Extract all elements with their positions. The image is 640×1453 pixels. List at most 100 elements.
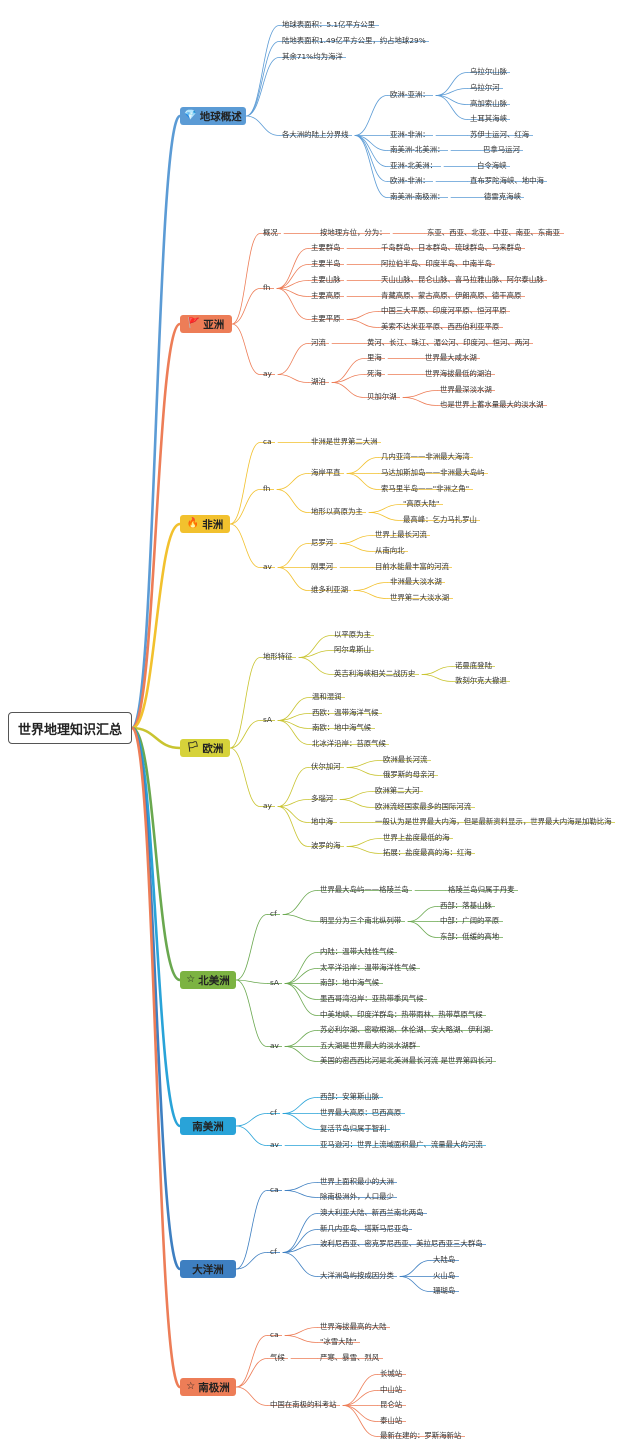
node-text: fh bbox=[263, 484, 271, 493]
node-connector bbox=[354, 95, 388, 136]
node-connector bbox=[231, 288, 261, 325]
node-connector bbox=[284, 952, 318, 984]
branch-oceania: 大洋洲 bbox=[180, 1260, 236, 1278]
node-text: 澳大利亚大陆、新西兰南北两岛 bbox=[320, 1208, 424, 1217]
node-text: fh bbox=[263, 283, 271, 292]
star-icon: ☆ bbox=[186, 1381, 196, 1392]
node-connector bbox=[284, 1327, 318, 1336]
node-connector bbox=[354, 135, 388, 167]
node-connector bbox=[339, 543, 373, 552]
node-text: 亚洲-非洲： bbox=[390, 130, 430, 139]
node-connector bbox=[435, 95, 468, 120]
branch-antarctica: ☆南极洲 bbox=[180, 1378, 236, 1396]
node-text: 泰山站 bbox=[380, 1416, 403, 1425]
node-connector bbox=[421, 666, 453, 675]
node-text: 欧洲-非洲： bbox=[390, 176, 430, 185]
branch-connector bbox=[130, 726, 182, 750]
node-text: 中部：广阔的平原 bbox=[440, 916, 500, 925]
node-connector bbox=[354, 135, 388, 198]
node-text: 东部：低缓的高地 bbox=[440, 932, 500, 941]
node-text: 非洲是世界第二大洲 bbox=[311, 437, 378, 446]
node-text: ca bbox=[270, 1330, 279, 1339]
node-text: 南美洲-北美洲： bbox=[390, 145, 445, 154]
node-connector bbox=[284, 1030, 318, 1047]
node-connector bbox=[368, 512, 401, 521]
node-text: 世界海拔最低的湖泊 bbox=[425, 369, 492, 378]
node-text: sA bbox=[263, 715, 272, 724]
node-text: 苏伊士运河、红海 bbox=[470, 130, 530, 139]
node-text: 主要群岛 bbox=[311, 243, 341, 252]
node-connector bbox=[235, 1113, 268, 1127]
node-text: 西部：安第斯山脉 bbox=[320, 1092, 380, 1101]
node-text: 青藏高原、蒙古高原、伊朗高原、德干高原 bbox=[381, 291, 522, 300]
node-connector bbox=[284, 983, 318, 1016]
node-text: 土耳其海峡 bbox=[470, 114, 507, 123]
node-text: 明显分为三个南北纵列带 bbox=[320, 916, 402, 925]
node-text: 其余71%均为海洋 bbox=[282, 52, 343, 61]
node-text: 尼罗河 bbox=[311, 538, 334, 547]
node-connector bbox=[346, 319, 379, 328]
node-text: 美国的密西西比河是北美洲最长河流 是世界第四长河 bbox=[320, 1056, 493, 1065]
node-text: 敦刻尔克大撤退 bbox=[455, 676, 507, 685]
node-connector bbox=[277, 799, 309, 807]
node-connector bbox=[276, 288, 309, 320]
node-text: 温和湿润 bbox=[312, 692, 342, 701]
node-connector bbox=[284, 1335, 318, 1343]
node-text: 高加索山脉 bbox=[470, 99, 507, 108]
node-text: cf bbox=[270, 1247, 277, 1256]
node-text: 除南极洲外，人口最少 bbox=[320, 1192, 394, 1201]
node-connector bbox=[402, 390, 438, 398]
node-text: 俄罗斯的母亲河 bbox=[383, 770, 435, 779]
node-text: 新几内亚岛、塔斯马尼亚岛 bbox=[320, 1224, 409, 1233]
node-text: 地形特征 bbox=[263, 652, 293, 661]
node-connector bbox=[346, 457, 379, 474]
node-connector bbox=[298, 635, 332, 658]
branch-asia: 🚩亚洲 bbox=[180, 315, 232, 333]
node-text: 直布罗陀海峡、地中海 bbox=[470, 176, 544, 185]
node-text: 德雷克海峡 bbox=[484, 192, 521, 201]
branch-connector bbox=[130, 522, 182, 730]
node-text: 千岛群岛、日本群岛、琉球群岛、马来群岛 bbox=[381, 243, 522, 252]
node-connector bbox=[298, 657, 332, 675]
node-text: 几内亚湾——非洲最大海湾 bbox=[381, 452, 470, 461]
node-connector bbox=[235, 914, 268, 981]
node-text: 世界最大咸水湖 bbox=[425, 353, 477, 362]
node-connector bbox=[284, 1182, 318, 1191]
node-connector bbox=[235, 1190, 268, 1270]
node-text: 珊瑚岛 bbox=[433, 1286, 456, 1295]
node-text: 主要山脉 bbox=[311, 275, 341, 284]
node-text: 非洲最大淡水湖 bbox=[390, 577, 442, 586]
node-connector bbox=[235, 979, 268, 1047]
node-connector bbox=[339, 535, 373, 544]
node-connector bbox=[353, 582, 388, 591]
node-connector bbox=[282, 914, 318, 922]
node-connector bbox=[277, 343, 309, 375]
node-text: 墨西哥湾沿岸：亚热带季风气候 bbox=[320, 994, 424, 1003]
node-connector bbox=[282, 1244, 318, 1253]
node-text: 太平洋沿岸：温带海洋性气候 bbox=[320, 963, 417, 972]
node-text: ay bbox=[263, 369, 272, 378]
node-text: 西部：落基山脉 bbox=[440, 901, 492, 910]
node-text: 亚马逊河：世界上流域面积最广、流量最大的河流 bbox=[320, 1140, 483, 1149]
node-text: 东亚、西亚、北亚、中亚、南亚、东南亚 bbox=[427, 228, 561, 237]
node-text: 波利尼西亚、密克罗尼西亚、美拉尼西亚三大群岛 bbox=[320, 1239, 483, 1248]
node-connector bbox=[399, 1276, 431, 1292]
node-connector bbox=[342, 1405, 378, 1437]
node-text: 河流 bbox=[311, 338, 326, 347]
node-text: 天山山脉、昆仑山脉、喜马拉雅山脉、阿尔泰山脉 bbox=[381, 275, 544, 284]
node-text: 严寒、暴雪、烈风 bbox=[320, 1353, 380, 1362]
node-connector bbox=[331, 358, 365, 383]
node-text: 南部：地中海气候 bbox=[320, 978, 380, 987]
node-text: av bbox=[263, 562, 272, 571]
node-text: 乌拉尔山脉 bbox=[470, 67, 507, 76]
node-text: 大陆岛 bbox=[433, 1255, 456, 1264]
node-connector bbox=[421, 674, 453, 682]
node-connector bbox=[342, 1390, 378, 1406]
heart-icon: 💎 bbox=[184, 110, 197, 121]
node-text: 世界海拔最高的大陆 bbox=[320, 1322, 387, 1331]
node-connector bbox=[229, 747, 261, 807]
branch-connector bbox=[130, 726, 182, 982]
node-connector bbox=[402, 397, 438, 406]
node-text: ay bbox=[263, 801, 272, 810]
